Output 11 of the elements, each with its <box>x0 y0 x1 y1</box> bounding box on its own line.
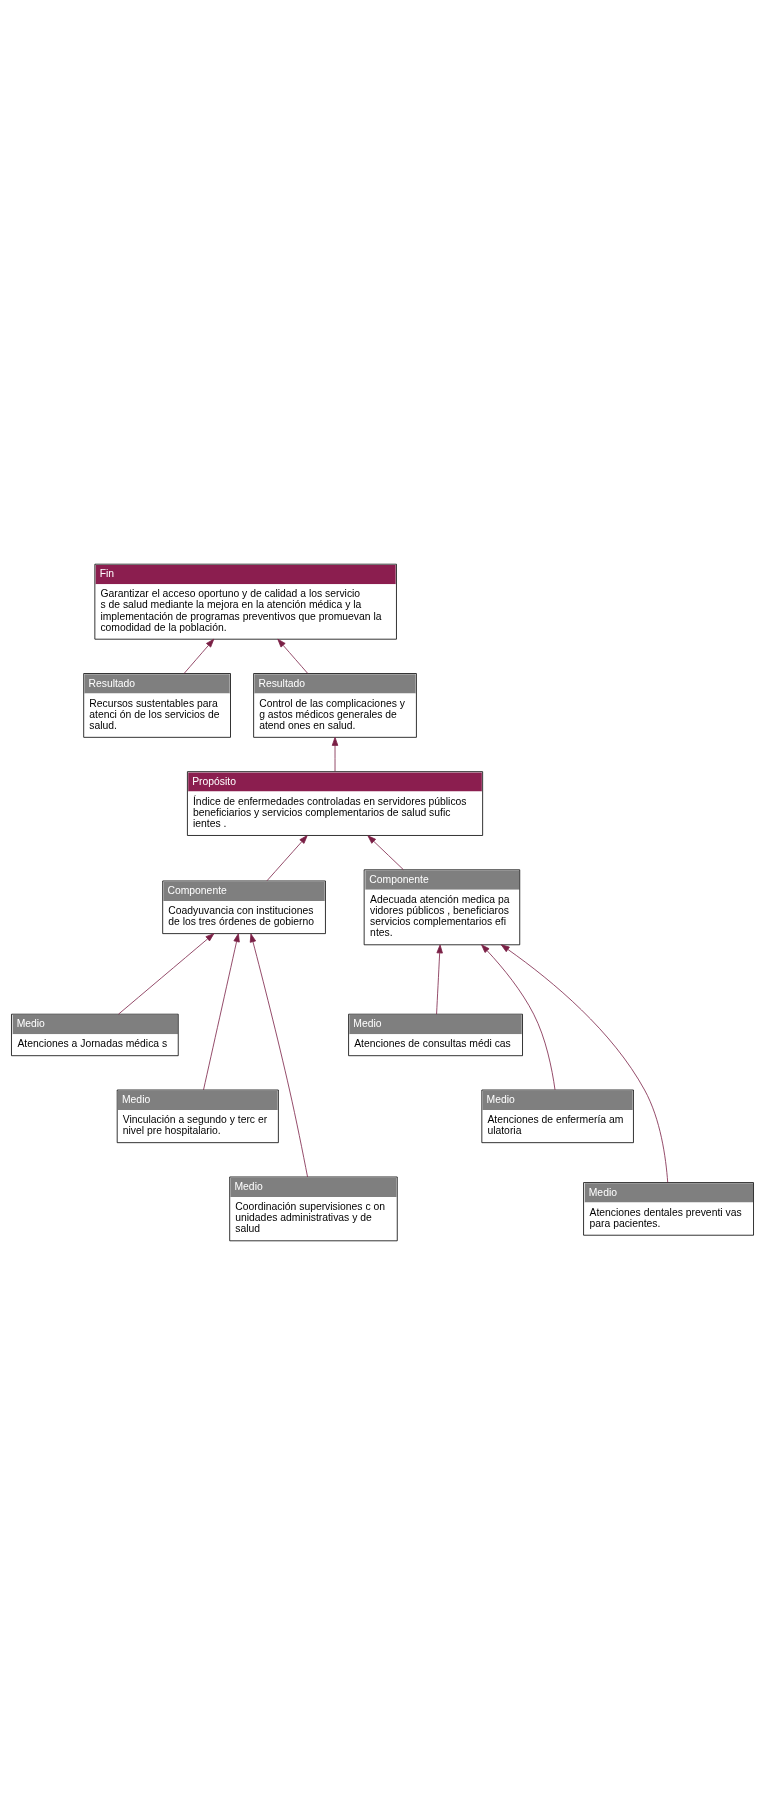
arrow <box>249 933 308 1178</box>
arrow <box>277 638 309 674</box>
arrow <box>203 933 240 1091</box>
arrow <box>436 944 443 1015</box>
arrow <box>481 944 556 1091</box>
arrow <box>118 933 215 1015</box>
arrow <box>331 737 339 772</box>
arrow <box>367 835 404 870</box>
arrow <box>500 944 669 1183</box>
arrow <box>266 835 308 882</box>
arrow <box>183 638 215 674</box>
